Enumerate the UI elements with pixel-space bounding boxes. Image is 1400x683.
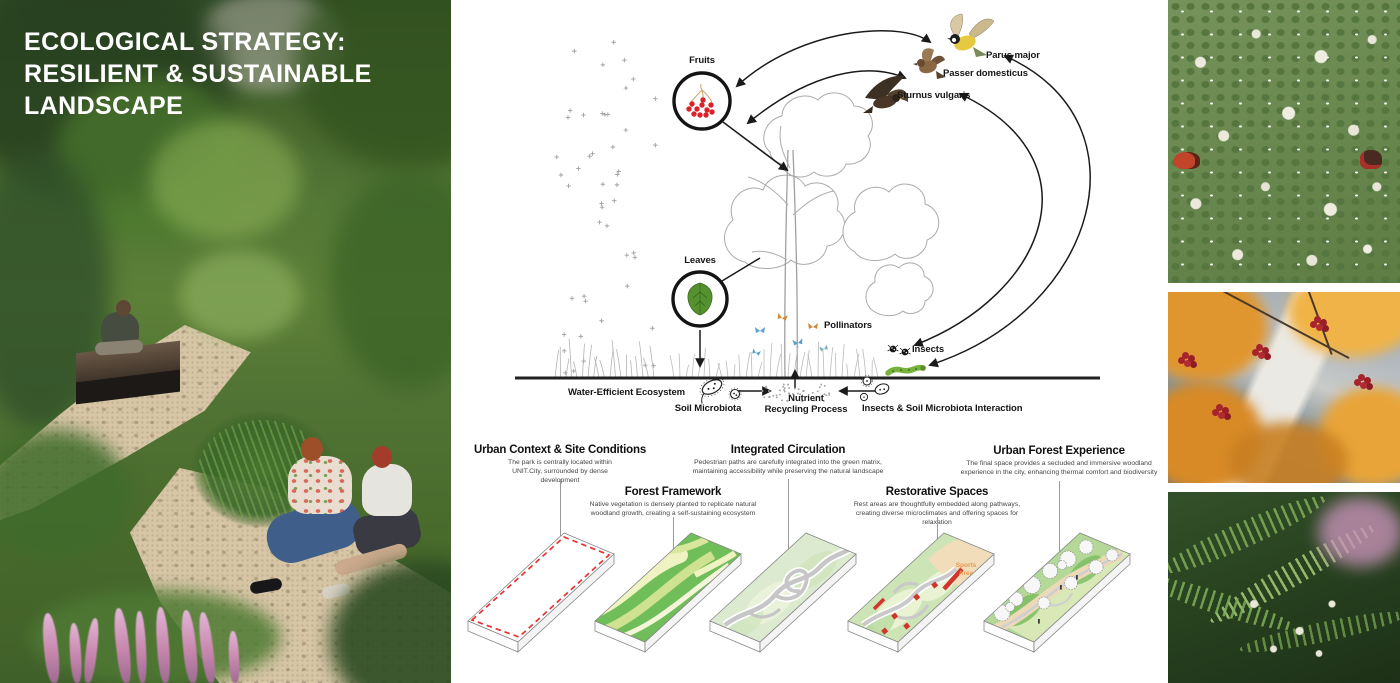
passer-domesticus-icon — [913, 48, 946, 79]
nutrient-line-2: Recycling Process — [764, 404, 848, 416]
parus-major-label: Parus major — [986, 50, 1040, 61]
insects-soil-interaction-label: Insects & Soil Microbiota Interaction — [862, 403, 1023, 414]
photo-autumn-rowan — [1168, 292, 1400, 483]
rest-bench-marker — [942, 567, 964, 591]
red-berry-cluster — [1182, 352, 1189, 359]
astilbe-spike — [133, 610, 148, 683]
woman-1-floral-shirt — [288, 456, 352, 514]
butterfly-dark — [1360, 150, 1382, 169]
astilbe-spike — [154, 606, 172, 683]
astilbe-spike — [82, 617, 102, 683]
astilbe-spike — [68, 622, 84, 683]
phase-3-description: Pedestrian paths are carefully integrate… — [692, 459, 884, 475]
phase-1-description: The park is centrally located within UNI… — [508, 459, 612, 484]
red-berry-cluster — [1216, 404, 1223, 411]
sturnus-vulgaris-label: Sturnus vulgaris — [897, 90, 971, 101]
phase-3-title: Integrated Circulation — [730, 444, 846, 456]
grass-sketch — [554, 338, 879, 379]
soil-microbiota-label: Soil Microbiota — [674, 403, 742, 414]
caterpillar-icon — [885, 364, 926, 376]
astilbe-spike — [40, 612, 62, 683]
red-berry-cluster — [1358, 374, 1365, 381]
pink-astilbe-blur — [1318, 497, 1400, 567]
phase-2-title: Forest Framework — [624, 486, 722, 498]
connector-line-1 — [560, 479, 561, 571]
foliage-highlight — [180, 250, 300, 340]
woman-2-top — [362, 464, 412, 516]
page-title: ECOLOGICAL STRATEGY: RESILIENT & SUSTAIN… — [24, 26, 424, 122]
fruits-label: Fruits — [689, 55, 715, 66]
park-photo: ECOLOGICAL STRATEGY: RESILIENT & SUSTAIN… — [0, 0, 451, 683]
astilbe-spike — [179, 609, 200, 683]
tree-illustration — [724, 92, 940, 379]
connector-line-2 — [673, 517, 674, 563]
site-plan-circulation — [709, 532, 857, 653]
foreground-leaves — [0, 430, 130, 560]
site-boundary-dashed — [470, 536, 611, 638]
cycle-arrows — [695, 29, 1091, 396]
white-flower-specks — [1228, 577, 1358, 667]
woman-2-head — [372, 446, 392, 468]
title-line-3: LANDSCAPE — [24, 92, 184, 120]
red-berry-cluster — [1256, 344, 1263, 351]
photo-ferns — [1168, 492, 1400, 683]
sketch-trees — [993, 539, 1119, 622]
site-plan-context — [467, 532, 615, 653]
sports-area-label-2: Area — [959, 570, 974, 577]
rowan-foliage — [1288, 292, 1400, 357]
right-microbe-icons — [859, 375, 890, 402]
astilbe-spike — [111, 607, 133, 683]
butterfly-red — [1174, 152, 1200, 169]
red-berries — [686, 97, 715, 118]
red-berry-cluster — [1314, 316, 1321, 323]
connector-line-5 — [1059, 481, 1060, 566]
site-plan-forest — [594, 532, 742, 653]
ecosystem-cycle-diagram — [515, 13, 1100, 404]
phase-4-description: Rest areas are thoughtfully embedded alo… — [853, 501, 1021, 526]
sports-area-label-1: Sports — [956, 562, 977, 569]
foliage-blob — [330, 170, 451, 390]
phase-5-description: The final space provides a secluded and … — [960, 460, 1158, 476]
nutrient-dots — [761, 383, 831, 403]
site-plan-experience — [983, 532, 1131, 653]
pollinators-label: Pollinators — [824, 320, 872, 331]
nutrient-recycling-label: Nutrient Recycling Process — [765, 393, 848, 415]
phase-5-title: Urban Forest Experience — [993, 445, 1125, 457]
fruits-node — [672, 71, 732, 131]
phase-1-title: Urban Context & Site Conditions — [473, 444, 647, 456]
site-plan-restorative: Sports Area — [847, 532, 995, 653]
leaves-label: Leaves — [684, 255, 716, 266]
sturnus-vulgaris-icon — [863, 75, 909, 113]
phase-4-title: Restorative Spaces — [885, 486, 989, 498]
rain-marks — [554, 40, 658, 375]
astilbe-spike — [227, 630, 240, 683]
soil-microbe-icons — [699, 377, 742, 404]
nutrient-line-1: Nutrient — [788, 393, 824, 404]
tiny-figures — [1038, 575, 1078, 624]
title-line-1: ECOLOGICAL STRATEGY: — [24, 28, 346, 56]
water-efficient-label: Water-Efficient Ecosystem — [568, 387, 685, 398]
photo-white-flowers — [1168, 0, 1400, 283]
rowan-foliage — [1228, 422, 1348, 483]
woman-1-head — [301, 437, 323, 461]
phase-2-description: Native vegetation is densely planted to … — [589, 501, 757, 517]
rest-area-markers — [881, 581, 939, 635]
foliage-blob — [150, 120, 300, 240]
insects-label: Insects — [912, 344, 945, 355]
parus-major-icon — [947, 13, 995, 57]
passer-domesticus-label: Passer domesticus — [943, 68, 1028, 79]
astilbe-spike — [196, 611, 218, 683]
connector-line-3 — [788, 479, 789, 582]
leaves-node — [671, 270, 729, 328]
pollinator-icons — [752, 312, 828, 356]
title-line-2: RESILIENT & SUSTAINABLE — [24, 60, 372, 88]
person-head — [116, 300, 131, 316]
insect-icons — [885, 344, 926, 376]
